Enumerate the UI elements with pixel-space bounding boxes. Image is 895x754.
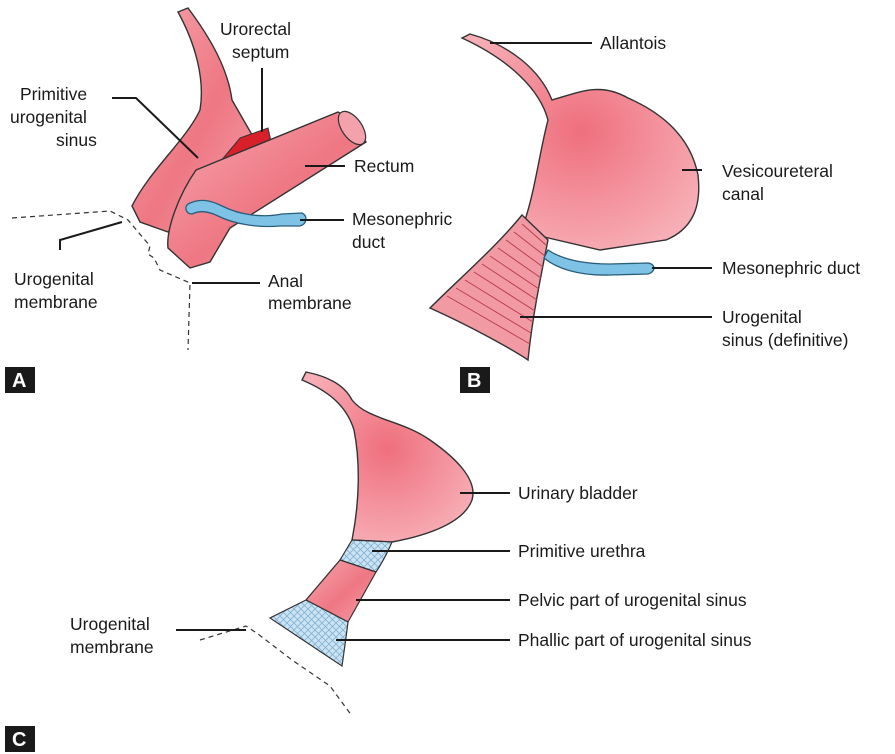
label-urogenital-membrane-a-line1: Urogenital xyxy=(14,269,94,289)
panel-letter-c: C xyxy=(12,729,26,751)
urogenital-sinus-definitive-shape xyxy=(430,215,548,360)
label-pelvic-part: Pelvic part of urogenital sinus xyxy=(518,590,747,610)
label-mesonephric-a-line1: Mesonephric xyxy=(352,209,452,229)
label-ug-sinus-b-line1: Urogenital xyxy=(722,307,802,327)
label-primitive-sinus-line3: sinus xyxy=(56,130,97,150)
label-allantois: Allantois xyxy=(600,33,666,53)
label-anal-membrane-line2: membrane xyxy=(268,293,352,313)
label-anal-membrane-line1: Anal xyxy=(268,271,303,291)
label-ug-membrane-c-line1: Urogenital xyxy=(70,614,150,634)
label-ug-sinus-b-line2: sinus (definitive) xyxy=(722,330,848,350)
label-mesonephric-b: Mesonephric duct xyxy=(722,258,860,278)
vesicoureteral-canal-shape xyxy=(462,34,699,250)
label-primitive-urethra: Primitive urethra xyxy=(518,541,646,561)
label-urinary-bladder: Urinary bladder xyxy=(518,483,638,503)
panel-letter-a: A xyxy=(12,370,26,392)
label-urogenital-membrane-a-line2: membrane xyxy=(14,292,98,312)
label-primitive-sinus-line2: urogenital xyxy=(10,107,87,127)
label-primitive-sinus-line1: Primitive xyxy=(20,84,87,104)
label-phallic-part: Phallic part of urogenital sinus xyxy=(518,630,752,650)
label-vesicoureteral-line1: Vesicoureteral xyxy=(722,161,833,181)
panel-letter-b: B xyxy=(467,370,481,392)
mesonephric-duct-b xyxy=(544,250,654,275)
label-ug-membrane-c-line2: membrane xyxy=(70,637,154,657)
label-urorectal-line2: septum xyxy=(232,42,289,62)
urinary-bladder-shape xyxy=(302,372,473,542)
panel-a: Urorectal septum Primitive urogenital si… xyxy=(5,8,452,393)
label-urorectal-line1: Urorectal xyxy=(220,19,291,39)
label-rectum: Rectum xyxy=(354,156,414,176)
label-vesicoureteral-line2: canal xyxy=(722,184,764,204)
panel-c: Urinary bladder Primitive urethra Pelvic… xyxy=(5,372,752,752)
leader-urogenital-membrane-a xyxy=(60,222,122,250)
label-mesonephric-a-line2: duct xyxy=(352,232,385,252)
panel-b: Allantois Vesicoureteral canal Mesonephr… xyxy=(430,33,860,393)
